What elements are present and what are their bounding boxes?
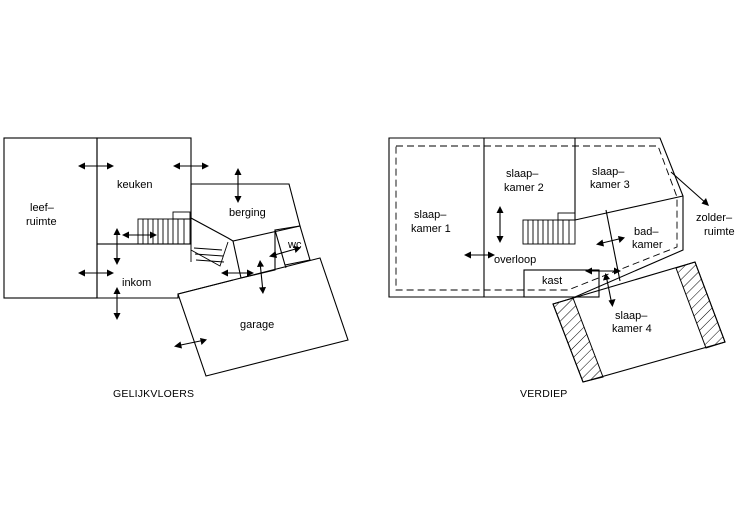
upper-door-arrows (464, 171, 709, 307)
closet-outline (523, 269, 600, 298)
ground-stairs (137, 211, 229, 267)
arrow-keuken-out (173, 162, 209, 170)
room-label-kast: kast (542, 275, 562, 287)
room-label-slaapkamer2: slaap–kamer 2 (504, 168, 544, 194)
arrow-berging (234, 168, 242, 203)
arrow-keuken-leef (78, 162, 114, 170)
arrow-keuken-inkom (113, 228, 121, 265)
upper-stairs (522, 212, 576, 245)
ground-floor-plan: leef–ruimte keuken berging wc inkom gara… (3, 137, 349, 400)
room-label-wc: wc (287, 239, 302, 251)
room-label-zolderruimte: zolder–ruimte (696, 212, 735, 238)
arrow-badkamer (596, 236, 625, 247)
arrow-slaapkamer4 (603, 273, 616, 307)
room-label-inkom: inkom (122, 277, 151, 289)
room-label-keuken: keuken (117, 179, 152, 191)
bedroom4-hatch-left (552, 297, 604, 383)
arrow-leef-inkom (78, 269, 114, 277)
room-label-berging: berging (229, 207, 266, 219)
room-label-overloop: overloop (494, 254, 536, 266)
bedroom4-hatch-right (675, 261, 726, 349)
upper-floor-plan: slaap–kamer 1 slaap–kamer 2 slaap–kamer … (388, 137, 735, 400)
kitchen-outline (96, 137, 192, 245)
arrow-inkom-berging (221, 269, 254, 277)
arrow-zolderruimte (670, 171, 709, 206)
roof-line-dashed (395, 145, 678, 291)
arrow-garage-inkom (257, 260, 266, 294)
arrow-overloop-out (585, 267, 621, 275)
room-label-slaapkamer4: slaap–kamer 4 (612, 310, 652, 335)
room-label-slaapkamer3: slaap–kamer 3 (590, 166, 630, 191)
room-label-garage: garage (240, 319, 274, 331)
room-label-leefruimte: leef–ruimte (26, 202, 57, 228)
room-label-slaapkamer1: slaap–kamer 1 (411, 209, 451, 235)
arrow-slaapkamer1 (464, 251, 495, 259)
arrow-wc (269, 246, 301, 258)
upper-floor-outline (388, 137, 684, 298)
ground-floor-title: GELIJKVLOERS (113, 388, 194, 400)
arrow-slaapkamer2 (496, 206, 504, 243)
garage-outline (177, 257, 349, 377)
upper-floor-title: VERDIEP (520, 388, 568, 400)
arrow-inkom-front (113, 287, 121, 320)
arrow-garage (174, 338, 207, 349)
arrow-stair (122, 231, 157, 239)
ground-door-arrows (78, 162, 301, 349)
room-label-badkamer: bad–kamer (632, 226, 663, 251)
